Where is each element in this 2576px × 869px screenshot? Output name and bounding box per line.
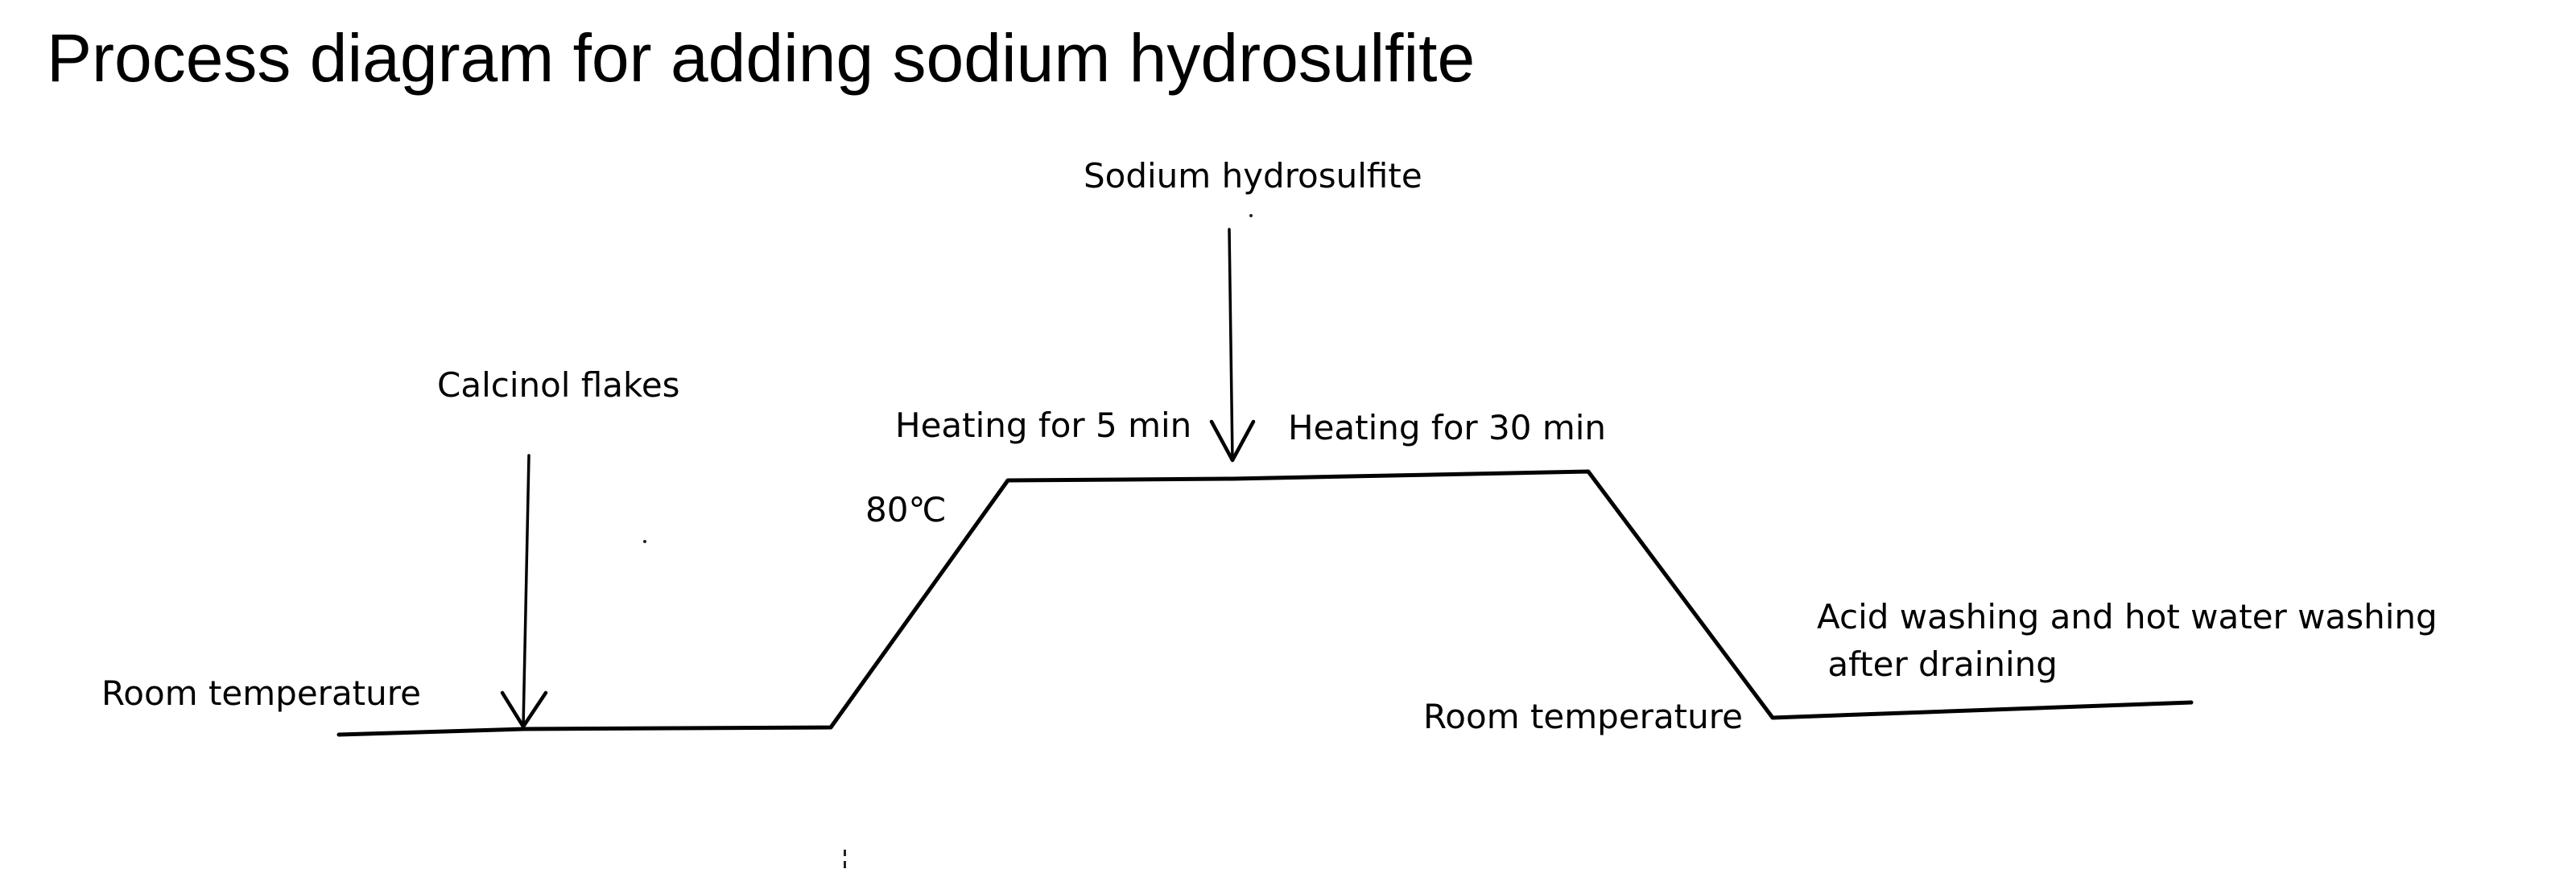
sodium-hydrosulfite-label: Sodium hydrosulfite bbox=[1084, 156, 1422, 196]
scan-speck bbox=[844, 850, 846, 856]
scan-speck bbox=[643, 540, 646, 543]
acid-washing-label-line1: Acid washing and hot water washing bbox=[1817, 597, 2438, 636]
page-title: Process diagram for adding sodium hydros… bbox=[47, 20, 1476, 96]
heating-5-min-label: Heating for 5 min bbox=[895, 406, 1192, 445]
calcinol-flakes-arrow-icon bbox=[500, 454, 548, 729]
scan-speck bbox=[844, 861, 846, 868]
room-temperature-end-label: Room temperature bbox=[1423, 697, 1743, 736]
heating-30-min-label: Heating for 30 min bbox=[1288, 408, 1607, 447]
temperature-80c-label: 80℃ bbox=[865, 490, 947, 529]
temperature-profile-line bbox=[336, 469, 2194, 737]
room-temperature-start-label: Room temperature bbox=[101, 673, 421, 713]
calcinol-flakes-label: Calcinol flakes bbox=[437, 365, 680, 405]
scan-speck bbox=[1249, 214, 1253, 217]
sodium-hydrosulfite-arrow-icon bbox=[1209, 228, 1256, 463]
acid-washing-label-line2: after draining bbox=[1817, 645, 2058, 684]
